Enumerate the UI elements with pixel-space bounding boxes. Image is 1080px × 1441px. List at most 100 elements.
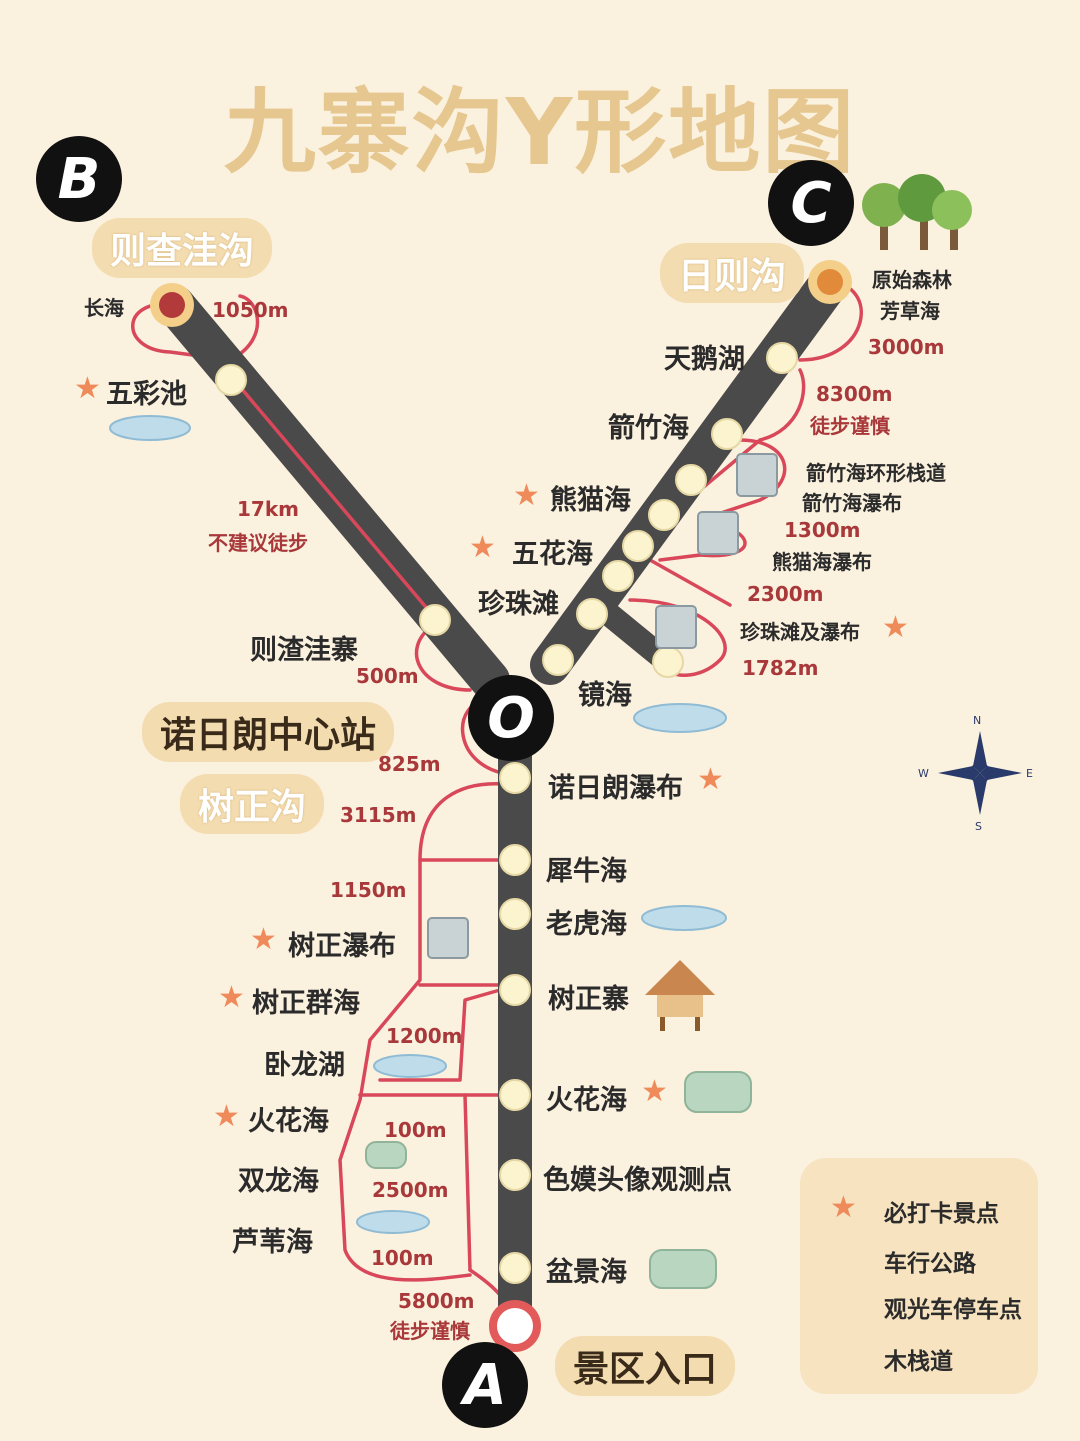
node-a: A	[442, 1342, 528, 1428]
star-icon: ★	[830, 1190, 857, 1225]
legend-stop-label: 观光车停车点	[884, 1297, 1022, 1323]
compass-w: W	[918, 767, 929, 780]
stop-tianehu: 天鹅湖	[664, 344, 745, 375]
trail-zhenzhu-1	[648, 558, 732, 607]
stop-dot-huohua	[499, 1079, 531, 1111]
region-zechawagou: 则查洼沟	[92, 218, 273, 278]
legend-row-stop: 观光车停车点	[800, 1284, 1038, 1324]
stop-dot-jinghai	[542, 644, 574, 676]
stop-shuzheng-falls: 树正瀑布	[288, 931, 396, 962]
stop-dot-r1	[675, 464, 707, 496]
hut-icon	[645, 960, 715, 1031]
stop-yuanshisenlin: 原始森林	[872, 268, 952, 292]
stop-dot-zhenzhu	[576, 598, 608, 630]
compass-s: S	[975, 820, 982, 833]
terminal-forest-dot	[817, 269, 843, 295]
legend-row-road: 车行公路	[800, 1238, 1038, 1278]
pond-icon-shuanglong	[365, 1141, 407, 1169]
stop-jinghai: 镜海	[578, 680, 632, 711]
stop-zezhawazhai: 则渣洼寨	[250, 635, 358, 666]
stop-shuzheng-qunhai: 树正群海	[252, 988, 360, 1019]
lake-icon-jinghai	[633, 703, 727, 733]
stop-zhenzhutan: 珍珠滩	[478, 589, 559, 620]
stop-dot-penjing	[499, 1252, 531, 1284]
dist-1200: 1200m	[386, 1024, 463, 1048]
map-title: 九寨沟Y形地图	[223, 79, 857, 186]
stop-dot-xiniu	[499, 844, 531, 876]
region-center-station: 诺日朗中心站	[142, 702, 395, 762]
node-b: B	[36, 136, 122, 222]
stop-dot-semo	[499, 1159, 531, 1191]
dist-2300: 2300m	[747, 582, 824, 606]
stop-dot-shuzhengzhai	[499, 974, 531, 1006]
stop-luweihai: 芦苇海	[232, 1227, 313, 1258]
legend-boardwalk-label: 木栈道	[884, 1349, 953, 1375]
node-o: O	[468, 675, 554, 761]
waterfall-icon-shuzheng	[427, 917, 469, 959]
trail-rize-west	[698, 368, 806, 492]
trail-shuanglong	[463, 1093, 472, 1272]
dist-8300: 8300m	[816, 382, 893, 406]
dist-8300-note: 徒步谨慎	[810, 414, 890, 438]
star-icon: ★	[250, 922, 277, 957]
stop-wucaichi: 五彩池	[106, 379, 187, 410]
lake-icon-wolong	[373, 1054, 447, 1078]
stop-huohuahai-left: 火花海	[248, 1106, 329, 1137]
dist-2500: 2500m	[372, 1178, 449, 1202]
stop-dot-spur	[652, 646, 684, 678]
dist-17km-note: 不建议徒步	[208, 531, 308, 555]
stop-dot-jianzhu	[711, 418, 743, 450]
stop-nuorilang-falls: 诺日朗瀑布	[548, 773, 683, 804]
stop-dot-tianehu	[766, 342, 798, 374]
stop-dot-wucaichi	[215, 364, 247, 396]
stop-dot-nuorilang	[499, 762, 531, 794]
lake-icon-wucaichi	[109, 415, 191, 441]
stop-penjinghai: 盆景海	[546, 1257, 627, 1288]
stop-shuzhengzhai: 树正寨	[548, 984, 629, 1015]
stop-laohuhai: 老虎海	[546, 909, 627, 940]
stop-dot-r2	[602, 560, 634, 592]
dist-17km: 17km	[237, 497, 299, 521]
legend-star-label: 必打卡景点	[884, 1201, 999, 1227]
trail-changhai-loop	[131, 294, 260, 362]
legend: ★ 必打卡景点 车行公路 观光车停车点 木栈道	[800, 1158, 1038, 1394]
stop-dot-wuhua	[622, 530, 654, 562]
dist-3000: 3000m	[868, 335, 945, 359]
dist-1050: 1050m	[212, 298, 289, 322]
forest-icon	[862, 174, 972, 250]
stop-jianzhuhai: 箭竹海	[608, 413, 689, 444]
dist-3115: 3115m	[340, 803, 417, 827]
pond-icon-huohua	[684, 1071, 752, 1113]
stop-fangcaohai: 芳草海	[880, 299, 940, 323]
star-icon: ★	[469, 530, 496, 565]
dist-100b: 100m	[371, 1246, 434, 1270]
lake-icon-laohu	[641, 905, 727, 931]
stop-dot-xiongmao	[648, 499, 680, 531]
entrance-pin	[489, 1300, 541, 1352]
stop-jianzhuhai-falls: 箭竹海瀑布	[802, 491, 902, 515]
trail-shuzheng-mid	[378, 988, 502, 1082]
trail-zezhawa-loop	[414, 624, 472, 692]
stop-shuanglonghai: 双龙海	[238, 1166, 319, 1197]
stop-dot-zezhawa	[419, 604, 451, 636]
lake-icon-luwei	[356, 1210, 430, 1234]
compass-rose	[938, 731, 1022, 815]
waterfall-icon-zhenzhu	[655, 605, 697, 649]
star-icon: ★	[74, 371, 101, 406]
dist-5800-note: 徒步谨慎	[390, 1319, 470, 1343]
road-b-boardwalk	[228, 373, 432, 614]
stop-jianzhuhai-trail: 箭竹海环形栈道	[806, 461, 946, 485]
star-icon: ★	[513, 478, 540, 513]
stop-huohuahai-right: 火花海	[546, 1085, 627, 1116]
dist-5800: 5800m	[398, 1289, 475, 1313]
dist-500: 500m	[356, 664, 419, 688]
stop-wuhuahai: 五花海	[512, 539, 593, 570]
dist-1150: 1150m	[330, 878, 407, 902]
star-icon: ★	[213, 1099, 240, 1134]
node-c: C	[768, 160, 854, 246]
dist-825: 825m	[378, 752, 441, 776]
legend-row-boardwalk: 木栈道	[800, 1336, 1038, 1376]
star-icon: ★	[882, 610, 909, 645]
star-icon: ★	[697, 762, 724, 797]
